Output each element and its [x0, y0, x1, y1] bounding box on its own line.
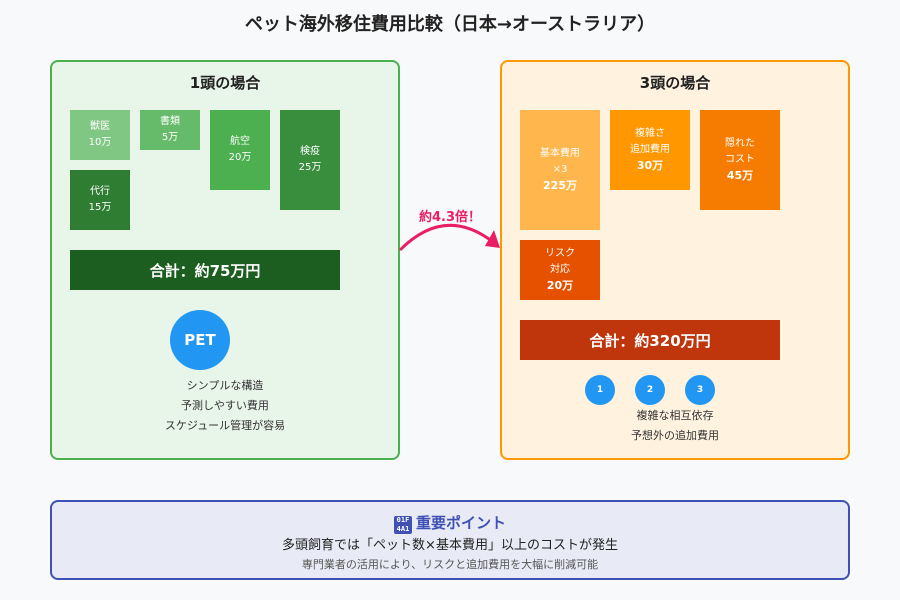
box-label: 書類: [160, 116, 180, 127]
key-point-sub: 専門業者の活用により、リスクと追加費用を大幅に削減可能: [301, 558, 599, 571]
box-value: 5万: [161, 132, 179, 143]
panel-title: 3頭の場合: [639, 74, 711, 92]
multi-notes: 複雑な相互依存 予想外の追加費用: [502, 406, 848, 446]
box-value: 225万: [543, 179, 577, 192]
note-item: スケジュール管理が容易: [164, 419, 286, 432]
cost-box-documents: 書類 5万: [140, 110, 200, 150]
cost-box-flight: 航空 20万: [210, 110, 270, 190]
box-label: 基本費用: [540, 148, 580, 159]
cost-box-risk: リスク 対応 20万: [520, 240, 600, 300]
cost-box-hidden: 隠れた コスト 45万: [700, 110, 780, 210]
comparison-arrow-icon: [398, 223, 500, 252]
cost-box-quarantine: 検疫 25万: [280, 110, 340, 210]
ratio-label: 約4.3倍！: [418, 210, 482, 225]
cost-box-complexity: 複雑さ 追加費用 30万: [610, 110, 690, 190]
box-value: 20万: [546, 279, 574, 292]
cost-box-vet: 獣医 10万: [70, 110, 130, 160]
box-value: 20万: [228, 152, 252, 163]
box-label: 隠れた: [725, 138, 755, 149]
pet-number-1: 1: [585, 375, 615, 405]
box-value: 45万: [726, 169, 754, 182]
box-label: コスト: [725, 154, 755, 165]
pet-number-3: 3: [685, 375, 715, 405]
note-item: 複雑な相互依存: [636, 409, 714, 422]
box-label: 追加費用: [630, 144, 670, 155]
key-point-heading: 重要ポイント: [415, 514, 506, 532]
box-label: 代行: [90, 186, 110, 197]
box-label: 検疫: [300, 146, 320, 157]
total-multi: 合計：約320万円: [520, 320, 780, 360]
key-point-main: 多頭飼育では「ペット数×基本費用」以上のコストが発生: [282, 538, 618, 553]
box-label: 複雑さ: [635, 128, 665, 139]
box-label: 対応: [550, 264, 570, 275]
note-item: 予測しやすい費用: [181, 399, 269, 412]
panel-title: 1頭の場合: [189, 74, 261, 92]
box-value: 15万: [88, 202, 112, 213]
total-single: 合計：約75万円: [70, 250, 340, 290]
note-item: シンプルな構造: [186, 379, 264, 392]
pet-number-2: 2: [635, 375, 665, 405]
single-notes: シンプルな構造 予測しやすい費用 スケジュール管理が容易: [52, 376, 398, 436]
note-item: 予想外の追加費用: [631, 429, 719, 442]
box-value: 10万: [88, 137, 112, 148]
pet-icon: PET: [170, 310, 230, 370]
cost-box-base: 基本費用 ×3 225万: [520, 110, 600, 230]
box-label: 航空: [230, 136, 250, 147]
cost-box-agent: 代行 15万: [70, 170, 130, 230]
box-label: リスク: [545, 248, 575, 259]
box-value: 30万: [636, 159, 664, 172]
box-value: 25万: [298, 162, 322, 173]
box-label: 獣医: [90, 121, 110, 132]
single-pet-panel: 1頭の場合 獣医 10万 書類 5万 航空 20万 検疫 25万 代行 15万 …: [50, 60, 400, 460]
box-label: ×3: [552, 164, 568, 175]
multi-pet-panel: 3頭の場合 基本費用 ×3 225万 複雑さ 追加費用 30万 隠れた コスト …: [500, 60, 850, 460]
page-title: ペット海外移住費用比較（日本→オーストラリア）: [244, 14, 656, 35]
